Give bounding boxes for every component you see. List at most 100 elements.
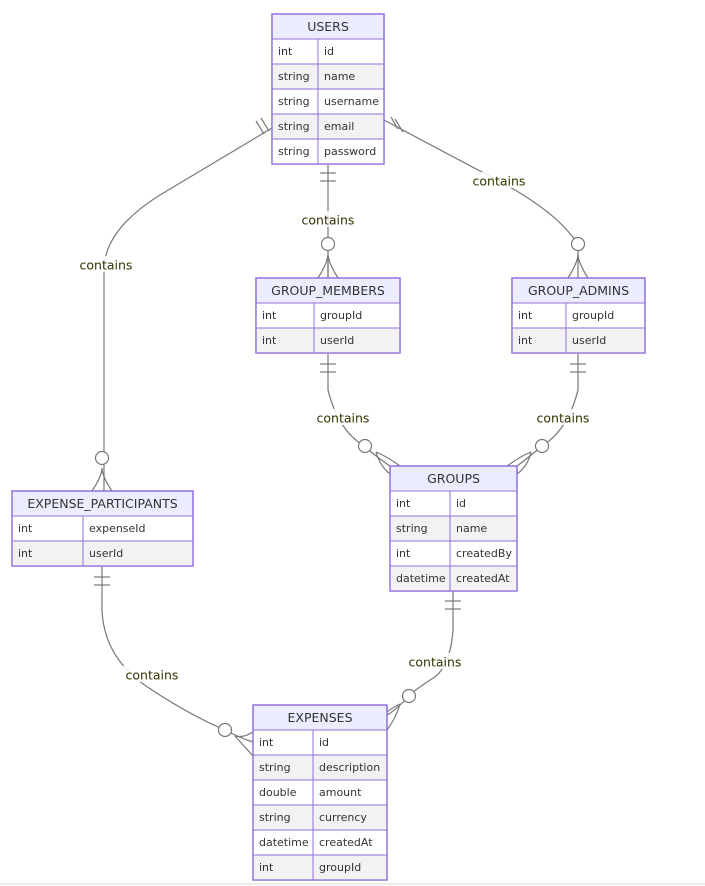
exactly-one-marker <box>260 117 270 132</box>
exactly-one-marker <box>390 116 399 130</box>
attribute-row-bg <box>512 328 645 353</box>
relationship-users-to-expense-participants <box>91 117 273 492</box>
exactly-one-marker <box>255 120 265 135</box>
relationship-line <box>101 566 254 743</box>
relationship-line <box>103 127 273 491</box>
relationship-label: contains <box>409 655 462 670</box>
attribute-name: password <box>324 145 376 158</box>
relationship-label-group: contains <box>468 172 530 189</box>
attribute-type: int <box>262 309 277 322</box>
attribute-row-bg <box>272 114 384 139</box>
crows-foot-marker <box>234 731 254 757</box>
attribute-row-bg <box>390 566 517 591</box>
entity-title: GROUPS <box>427 471 480 486</box>
attribute-type: int <box>18 547 33 560</box>
attribute-name: username <box>324 95 379 108</box>
relationship-label: contains <box>302 213 355 228</box>
attribute-row-bg <box>253 755 387 780</box>
attribute-type: string <box>278 145 310 158</box>
attribute-row-bg <box>272 139 384 164</box>
attribute-name: groupId <box>320 309 362 322</box>
relationship-group-admins-to-groups <box>506 354 586 475</box>
entity-border <box>271 13 385 165</box>
attribute-name: description <box>319 761 380 774</box>
zero-marker <box>320 236 336 252</box>
relationship-label-group: contains <box>75 256 137 273</box>
attribute-type: double <box>259 786 297 799</box>
crows-foot-marker <box>506 451 532 475</box>
crows-foot-marker <box>375 451 401 475</box>
attribute-type: int <box>259 736 274 749</box>
attribute-type: int <box>262 334 277 347</box>
relationship-label: contains <box>126 668 179 683</box>
attribute-row-bg <box>256 328 400 353</box>
relationship-label-bg <box>404 653 466 669</box>
entity-border <box>511 277 646 354</box>
zero-marker <box>570 236 586 252</box>
attribute-type: int <box>518 309 533 322</box>
attribute-type: string <box>259 811 291 824</box>
relationship-label-group: contains <box>121 666 183 683</box>
attribute-type: string <box>278 120 310 133</box>
attribute-name: createdAt <box>319 836 373 849</box>
attribute-row-bg <box>390 491 517 516</box>
relationship-label: contains <box>473 174 526 189</box>
crows-foot-marker <box>317 253 339 279</box>
attribute-type: datetime <box>259 836 309 849</box>
attribute-name: expenseId <box>89 522 146 535</box>
entity-title: EXPENSES <box>287 710 352 725</box>
attribute-type: int <box>396 497 411 510</box>
attribute-name: email <box>324 120 354 133</box>
attribute-row-bg <box>272 64 384 89</box>
attribute-name: createdBy <box>456 547 512 560</box>
relationship-label-bg <box>468 172 530 188</box>
attribute-type: string <box>259 761 291 774</box>
relationship-line <box>383 119 579 278</box>
attribute-name: groupId <box>319 861 361 874</box>
zero-marker <box>357 438 373 454</box>
relationship-users-to-group-admins <box>383 116 589 279</box>
zero-marker <box>94 450 110 466</box>
zero-marker <box>217 722 233 738</box>
attribute-row-bg <box>253 780 387 805</box>
entity-title: GROUP_ADMINS <box>528 283 629 298</box>
attribute-type: int <box>259 861 274 874</box>
attribute-name: amount <box>319 786 362 799</box>
entity-title: EXPENSE_PARTICIPANTS <box>27 496 177 511</box>
relationship-label-group: contains <box>312 409 374 426</box>
attribute-name: name <box>456 522 487 535</box>
attribute-row-bg <box>253 730 387 755</box>
attribute-row-bg <box>256 303 400 328</box>
entity-title: GROUP_MEMBERS <box>271 283 385 298</box>
attribute-row-bg <box>512 303 645 328</box>
relationship-label-bg <box>121 666 183 682</box>
relationship-label: contains <box>537 411 590 426</box>
crows-foot-marker <box>567 253 589 279</box>
relationship-label-group: contains <box>297 211 359 228</box>
zero-marker <box>534 438 550 454</box>
relationship-label-bg <box>75 256 137 272</box>
attribute-row-bg <box>12 516 193 541</box>
attribute-type: string <box>396 522 428 535</box>
relationship-group-members-to-groups <box>320 354 401 475</box>
attribute-name: userId <box>89 547 123 560</box>
entity-border <box>389 465 518 592</box>
attribute-row-bg <box>253 855 387 880</box>
attribute-row-bg <box>12 541 193 566</box>
attribute-type: int <box>278 45 293 58</box>
attribute-row-bg <box>253 805 387 830</box>
attribute-name: id <box>324 45 334 58</box>
attribute-row-bg <box>253 830 387 855</box>
attribute-row-bg <box>272 89 384 114</box>
relationship-expense-participants-to-expenses <box>94 566 254 757</box>
attribute-row-bg <box>390 541 517 566</box>
relationship-label-group: contains <box>532 409 594 426</box>
attribute-name: createdAt <box>456 572 510 585</box>
attribute-type: int <box>396 547 411 560</box>
zero-marker <box>401 688 417 704</box>
